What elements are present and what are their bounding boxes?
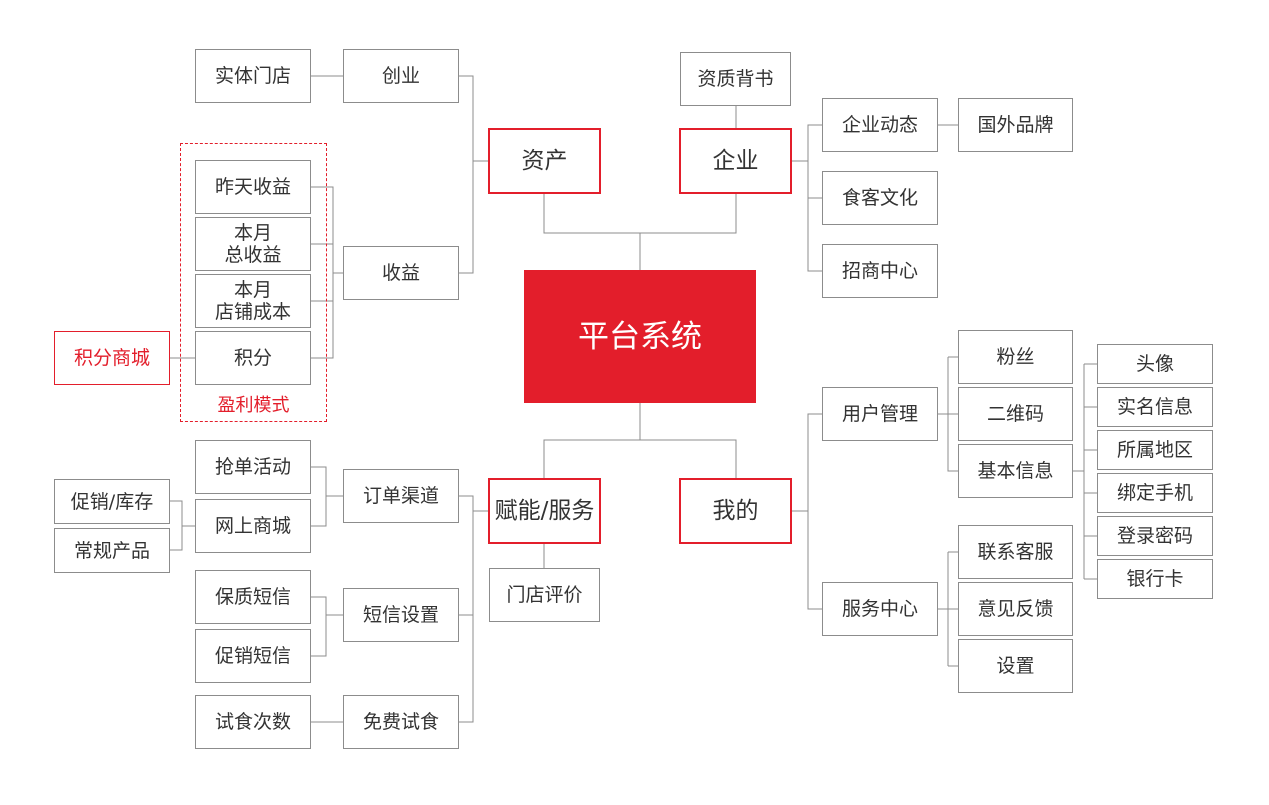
connector-line	[170, 500, 183, 551]
yesterday-income-node: 昨天收益	[195, 160, 311, 214]
connector-line	[311, 596, 327, 657]
settings-node: 设置	[958, 639, 1073, 693]
qualification-node: 资质背书	[680, 52, 791, 106]
enterprise-news-node: 企业动态	[822, 98, 938, 152]
connector-line	[792, 413, 822, 512]
store-review-node: 门店评价	[489, 568, 600, 622]
promo-stock-node: 促销/库存	[54, 479, 170, 524]
feedback-node: 意见反馈	[958, 582, 1073, 636]
physical-store-node: 实体门店	[195, 49, 311, 103]
trial-count-node: 试食次数	[195, 695, 311, 749]
connector-line	[543, 194, 641, 270]
connector-line	[807, 125, 822, 272]
sms-settings-node: 短信设置	[343, 588, 459, 642]
connector-line	[947, 357, 958, 472]
connector-line	[640, 194, 737, 234]
platform-system-node: 平台系统	[524, 270, 756, 403]
assets-node: 资产	[488, 128, 601, 194]
bank-card-node: 银行卡	[1097, 559, 1213, 599]
region-node: 所属地区	[1097, 430, 1213, 470]
connector-line	[640, 439, 737, 478]
month-total-income-node: 本月 总收益	[195, 217, 311, 271]
avatar-node: 头像	[1097, 344, 1213, 384]
diner-culture-node: 食客文化	[822, 171, 938, 225]
connector-line	[792, 124, 822, 162]
service-center-node: 服务中心	[822, 582, 938, 636]
foreign-brand-node: 国外品牌	[958, 98, 1073, 152]
connector-line	[459, 496, 474, 723]
points-node: 积分	[195, 331, 311, 385]
user-management-node: 用户管理	[822, 387, 938, 441]
basic-info-node: 基本信息	[958, 444, 1073, 498]
mine-node: 我的	[679, 478, 792, 544]
connector-line	[459, 161, 474, 274]
startup-node: 创业	[343, 49, 459, 103]
connector-line	[311, 466, 327, 527]
free-trial-node: 免费试食	[343, 695, 459, 749]
income-node: 收益	[343, 246, 459, 300]
warranty-sms-node: 保质短信	[195, 570, 311, 624]
connector-line	[459, 75, 488, 162]
realname-info-node: 实名信息	[1097, 387, 1213, 427]
promo-sms-node: 促销短信	[195, 629, 311, 683]
profit-model-group: 盈利模式	[180, 143, 327, 422]
investment-center-node: 招商中心	[822, 244, 938, 298]
grab-order-node: 抢单活动	[195, 440, 311, 494]
month-store-cost-node: 本月 店铺成本	[195, 274, 311, 328]
bind-phone-node: 绑定手机	[1097, 473, 1213, 513]
connector-line	[543, 403, 641, 478]
points-mall-node: 积分商城	[54, 331, 170, 385]
profit-model-label: 盈利模式	[217, 395, 290, 416]
order-channel-node: 订单渠道	[343, 469, 459, 523]
empower-service-node: 赋能/服务	[488, 478, 601, 544]
regular-product-node: 常规产品	[54, 528, 170, 573]
login-password-node: 登录密码	[1097, 516, 1213, 556]
contact-service-node: 联系客服	[958, 525, 1073, 579]
enterprise-node: 企业	[679, 128, 792, 194]
qrcode-node: 二维码	[958, 387, 1073, 441]
online-mall-node: 网上商城	[195, 499, 311, 553]
fans-node: 粉丝	[958, 330, 1073, 384]
connector-line	[807, 511, 822, 610]
